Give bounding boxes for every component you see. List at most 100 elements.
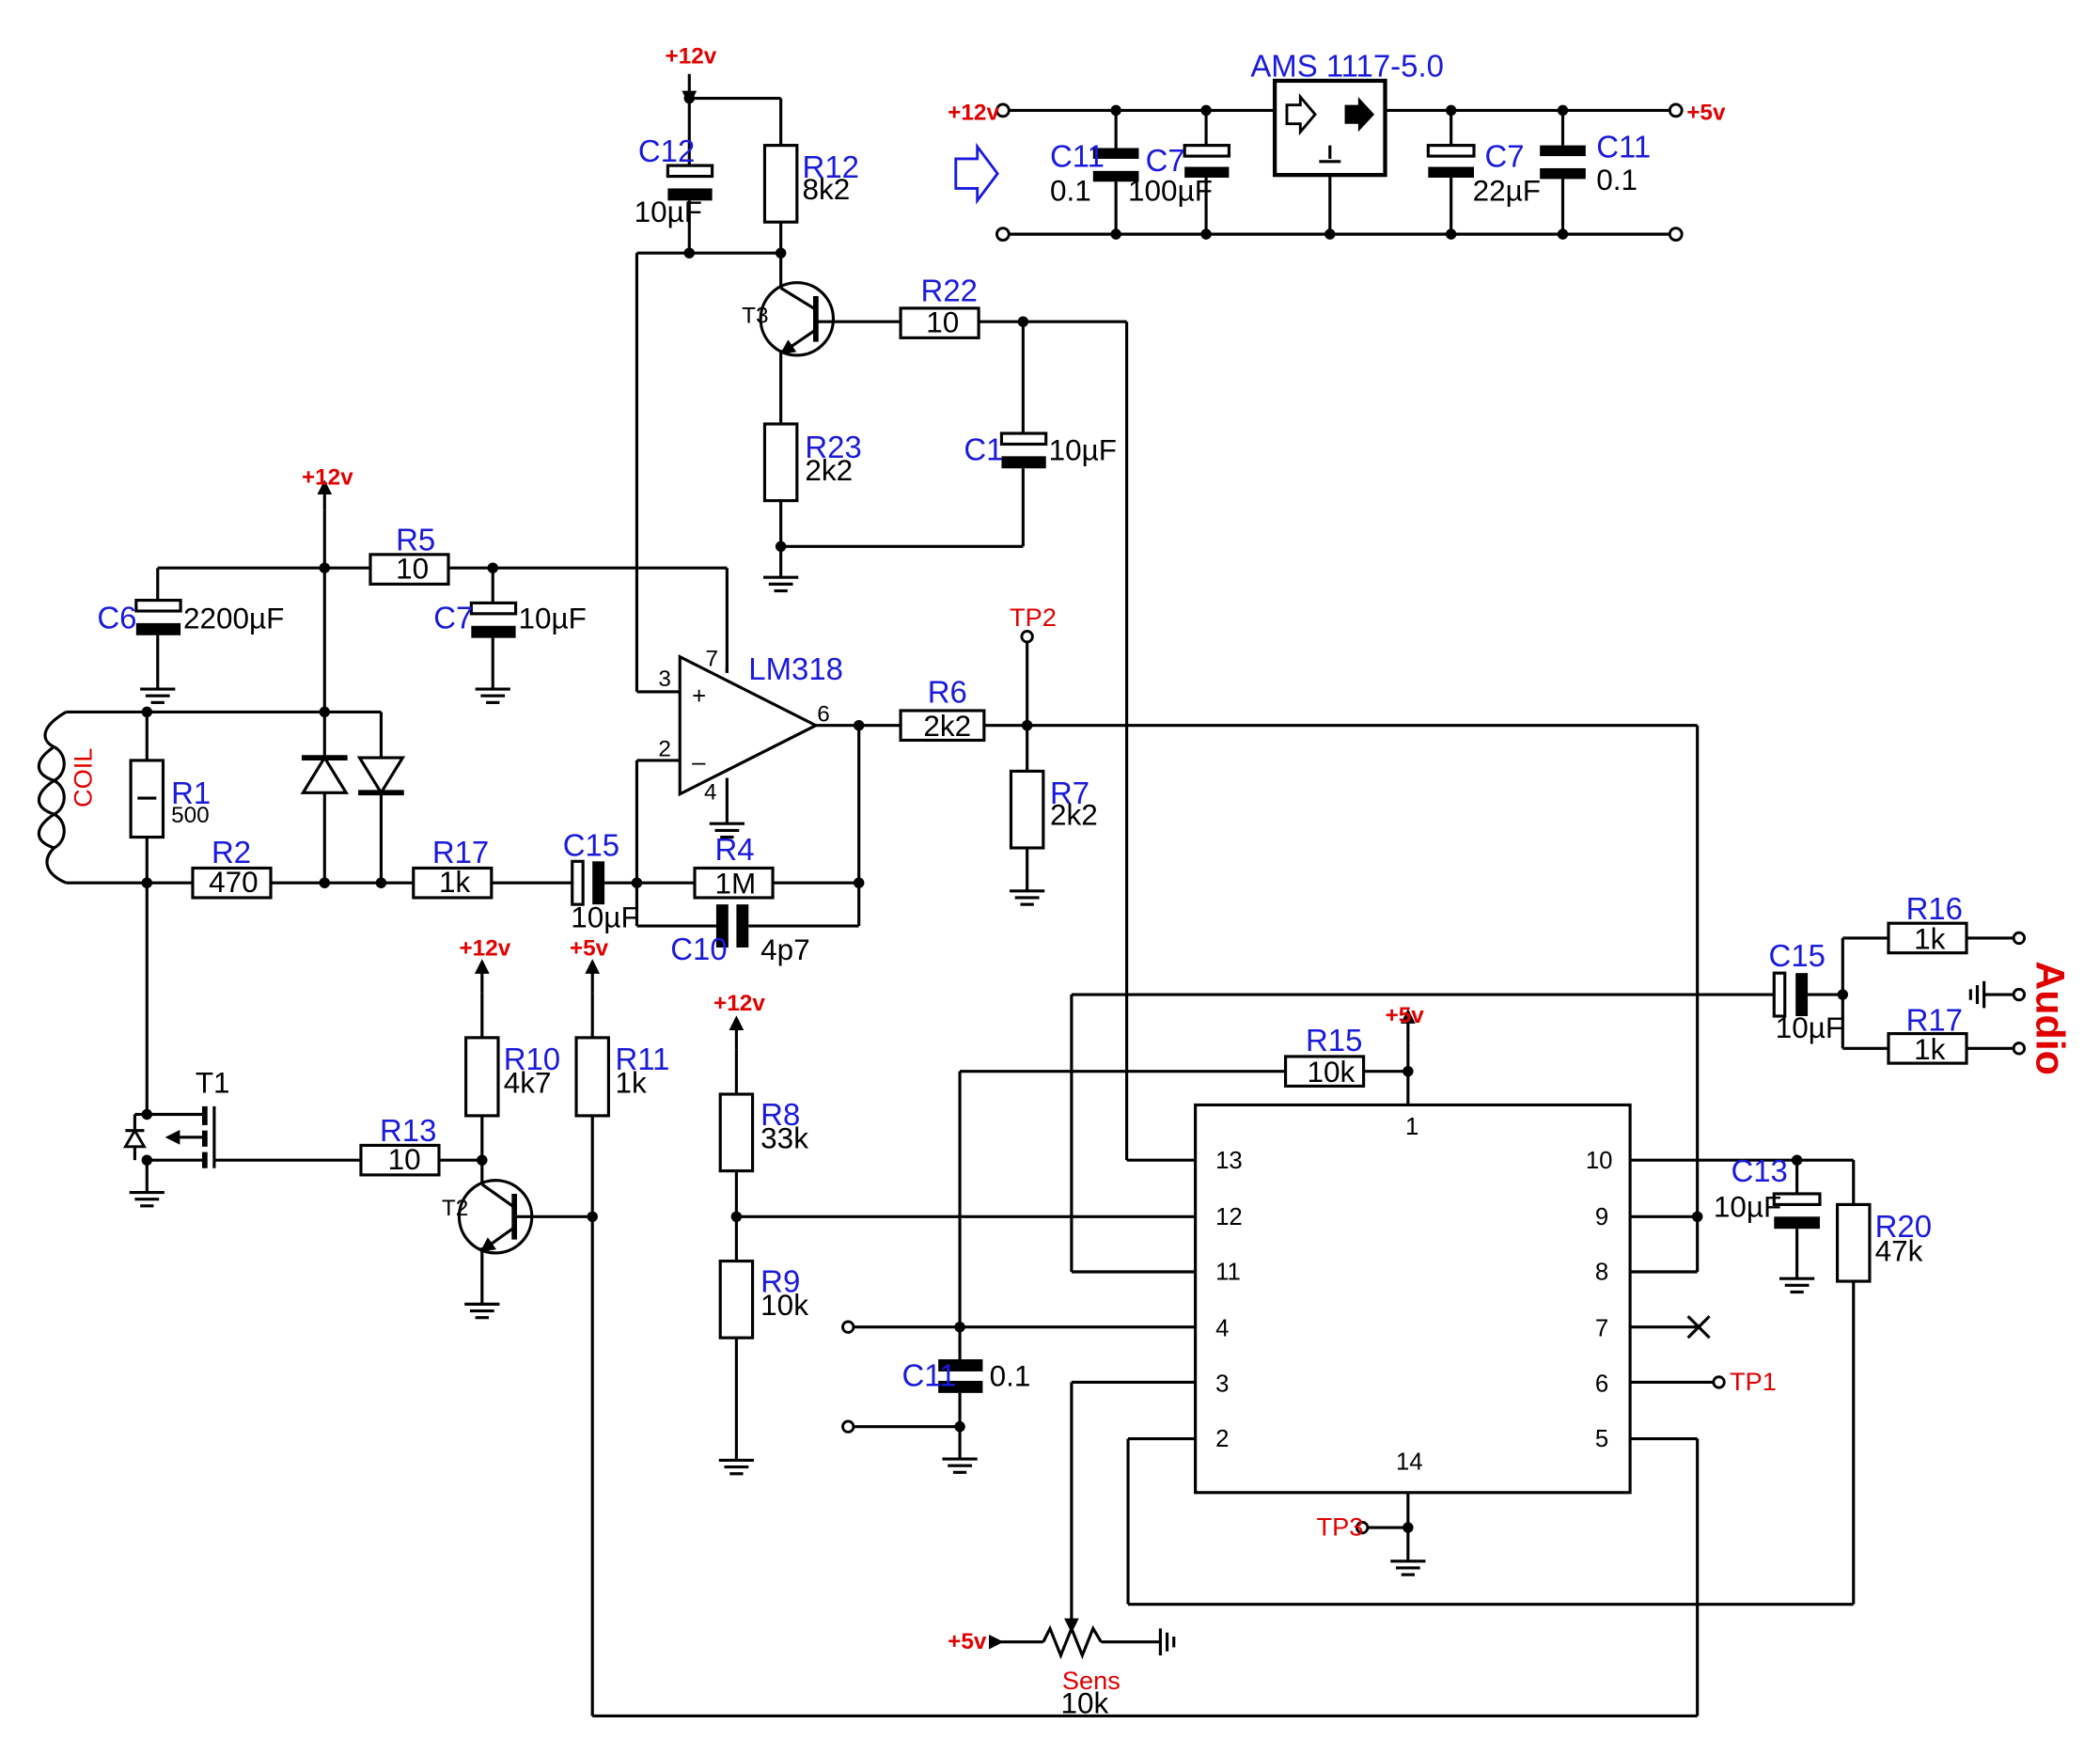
front-end-section: +12v R5 10 C7 10µF C6 2200µF [37, 464, 729, 1115]
diode-up[interactable] [300, 755, 350, 794]
audio-section: C15 10µF R16 1k R17 1k Audio [1769, 891, 2073, 1075]
r7-value: 2k2 [1050, 798, 1098, 832]
sens-potentiometer[interactable] [1042, 1624, 1103, 1660]
detector-ic[interactable] [1194, 1103, 1632, 1495]
opamp-section: LM318 + – 7 3 2 6 4 R4 1M C10 4p7 R6 2k2 [635, 603, 1698, 966]
pin4-terminal[interactable] [841, 1320, 855, 1334]
c10-value: 4p7 [760, 932, 810, 966]
input-terminal[interactable] [995, 102, 1011, 118]
r16-value: 1k [1914, 921, 1946, 955]
r10-rail-label: +12v [459, 936, 510, 962]
c11-ref: C11 [902, 1358, 957, 1393]
r22-resistor[interactable] [899, 306, 980, 339]
ground-terminal[interactable] [841, 1419, 855, 1434]
r1-ref: R1 [171, 776, 211, 810]
r13-value: 10 [388, 1142, 421, 1176]
ic-section: 1 13 12 11 4 3 2 10 9 8 7 6 5 14 +5v R15… [841, 725, 1932, 1720]
sens-value: 10k [1060, 1686, 1108, 1720]
r4-resistor[interactable] [693, 866, 775, 900]
opamp-plus-sign: + [692, 683, 706, 710]
ic-pin7: 7 [1595, 1316, 1608, 1342]
tp3-terminal[interactable] [1356, 1520, 1370, 1535]
c15a-value: 10µF [571, 900, 638, 933]
input-arrow-icon [954, 142, 999, 205]
audio-left-terminal[interactable] [2012, 931, 2027, 946]
r23-resistor[interactable] [762, 422, 799, 503]
c1-value: 10µF [1049, 433, 1117, 467]
r2-ref: R2 [212, 835, 251, 870]
r4-value: 1M [714, 867, 756, 901]
r1-value: 500 [171, 803, 210, 828]
c12-value: 10µF [635, 195, 702, 228]
input-ground-terminal[interactable] [995, 227, 1011, 242]
r17b-ref: R17 [1906, 1003, 1963, 1038]
audio-ground-terminal[interactable] [2012, 987, 2027, 1002]
ic-pin1: 1 [1405, 1114, 1418, 1140]
ground-icon [763, 575, 799, 593]
divider-section: +12v R8 33k R9 10k [713, 991, 1196, 1476]
tp1-terminal[interactable] [1712, 1375, 1726, 1389]
ic-pin4: 4 [1215, 1316, 1229, 1342]
ic-pin13: 13 [1215, 1148, 1243, 1174]
output-terminal[interactable] [1668, 102, 1684, 118]
r10-resistor[interactable] [464, 1036, 500, 1118]
regulator-ic[interactable] [1272, 78, 1387, 178]
r22-ref: R22 [921, 274, 978, 308]
audio-right-terminal[interactable] [2012, 1042, 2027, 1056]
opamp-pin6: 6 [817, 701, 830, 727]
c13-ref: C13 [1731, 1153, 1787, 1188]
regulator-name: AMS 1117-5.0 [1250, 49, 1444, 84]
r12-value: 8k2 [803, 172, 851, 206]
r7-resistor[interactable] [1009, 769, 1045, 850]
r20-resistor[interactable] [1835, 1202, 1872, 1283]
r12-ref: R12 [803, 149, 859, 184]
ic-pin2: 2 [1215, 1426, 1229, 1452]
r7-ref: R7 [1050, 776, 1089, 810]
c12-ref: C12 [638, 133, 695, 168]
r6-resistor[interactable] [899, 709, 986, 743]
r8-resistor[interactable] [718, 1092, 755, 1173]
r20-value: 47k [1875, 1234, 1923, 1268]
t1-label: T1 [196, 1066, 230, 1100]
regulator-out-arrow-icon [1344, 97, 1375, 133]
ic-pin10: 10 [1586, 1148, 1613, 1174]
r17a-resistor[interactable] [412, 866, 494, 900]
diode-down[interactable] [356, 756, 406, 796]
c15b-ref: C15 [1769, 938, 1826, 973]
r16-resistor[interactable] [1887, 921, 1968, 955]
r12-resistor[interactable] [762, 144, 799, 224]
r11-resistor[interactable] [574, 1036, 610, 1118]
c6-value: 2200µF [183, 602, 284, 635]
tp1-label: TP1 [1730, 1367, 1777, 1396]
r23-value: 2k2 [805, 453, 853, 487]
sens-rail-label: +5v [948, 1629, 987, 1654]
coil-inductor[interactable] [37, 711, 68, 885]
opamp-pin3: 3 [658, 666, 671, 692]
c11-value: 0.1 [990, 1359, 1031, 1393]
output-ground-terminal[interactable] [1668, 227, 1684, 242]
lm318-opamp[interactable] [678, 654, 820, 797]
opamp-pin2: 2 [658, 737, 671, 762]
r8-rail-label: +12v [713, 991, 765, 1016]
r17a-value: 1k [439, 865, 471, 899]
r15-value: 10k [1307, 1055, 1355, 1089]
t3-transistor[interactable] [759, 281, 836, 357]
ground-icon [1390, 1559, 1426, 1576]
opamp-name: LM318 [748, 651, 843, 686]
ground-icon [942, 1457, 978, 1474]
ground-icon [140, 687, 176, 704]
ic-pin11: 11 [1215, 1260, 1241, 1286]
c7-in-value: 100µF [1128, 173, 1213, 207]
ic-pin6: 6 [1595, 1371, 1608, 1397]
tp2-terminal[interactable] [1020, 630, 1034, 644]
r17b-value: 1k [1914, 1032, 1946, 1066]
ground-icon [129, 1190, 165, 1208]
r10-value: 4k7 [504, 1066, 552, 1100]
output-rail-label: +5v [1686, 100, 1726, 125]
ic-pin8: 8 [1595, 1260, 1608, 1286]
r9-resistor[interactable] [718, 1259, 755, 1340]
opamp-pin4: 4 [704, 779, 717, 805]
r16-ref: R16 [1906, 891, 1963, 926]
r5-value: 10 [396, 552, 429, 586]
r15-resistor[interactable] [1283, 1055, 1366, 1088]
